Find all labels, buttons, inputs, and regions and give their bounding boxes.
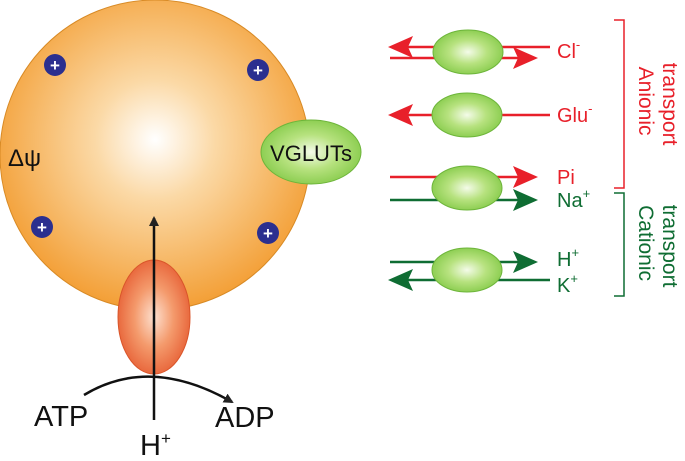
potassium-label: K+ [557, 271, 578, 297]
proton-ion-label: H+ [557, 245, 579, 271]
glutamate-label: Glu- [557, 101, 592, 127]
svg-text:+: + [253, 61, 263, 80]
chloride-label: Cl- [557, 37, 580, 63]
proton-label: H+ [140, 429, 171, 461]
glutamate-transport-row: Glu- [388, 92, 592, 138]
phosphate-label: Pi [557, 167, 575, 189]
vglut-transporter [260, 119, 362, 185]
svg-text:+: + [50, 56, 60, 75]
atp-label: ATP [34, 401, 88, 433]
vglut-label: VGLUTs [270, 141, 352, 166]
anionic-transport-label: Anionic transport [634, 63, 681, 146]
positive-charge-icon: + [31, 216, 53, 238]
svg-text:+: + [37, 218, 47, 237]
positive-charge-icon: + [44, 54, 66, 76]
adp-label: ADP [215, 402, 275, 434]
positive-charge-icon: + [257, 222, 279, 244]
svg-text:+: + [263, 224, 273, 243]
cationic-transport-label: Cationic transport [634, 205, 681, 288]
anionic-group-bracket [614, 19, 625, 189]
proton-potassium-exchange-row: H+ K+ [388, 245, 579, 297]
membrane-potential-label: Δψ [8, 145, 41, 172]
cationic-group-bracket [614, 192, 625, 297]
sodium-transport-row: Na+ [390, 165, 590, 212]
positive-charge-icon: + [247, 59, 269, 81]
phosphate-transport-row: Pi [390, 166, 575, 189]
atp-hydrolysis-arrow [83, 375, 234, 404]
chloride-transport-row: Cl- [388, 29, 580, 75]
sodium-label: Na+ [557, 186, 590, 212]
